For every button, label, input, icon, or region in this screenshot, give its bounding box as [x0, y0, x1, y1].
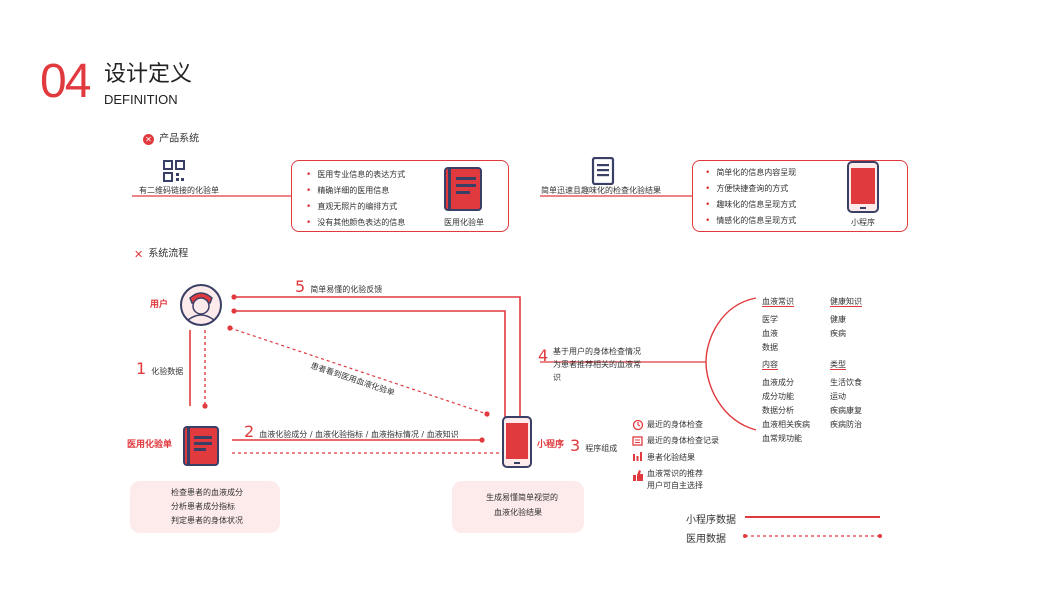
- column-heading: 内容: [762, 360, 778, 369]
- product-system-heading: ✕ 产品系统: [143, 129, 199, 148]
- legend-dashed-label: 医用数据: [686, 534, 726, 545]
- list-item: 血液相关疾病: [762, 420, 810, 429]
- knowledge-col-content: 内容 血液成分 成分功能 数据分析 血液相关疾病 血常规功能: [762, 359, 810, 446]
- column-heading: 健康知识: [830, 297, 862, 306]
- step-4-text-line: 为患者推荐相关的血液常: [553, 360, 641, 369]
- step-1-number: 1: [136, 359, 147, 378]
- list-item: 没有其他颜色表达的信息: [306, 215, 405, 231]
- app-desc-line: 生成易懂简单视觉的: [486, 493, 558, 502]
- app-label: 小程序: [537, 440, 565, 450]
- system-flow-heading: ✕ 系统流程: [134, 244, 188, 263]
- list-item: 精确详细的医用信息: [306, 183, 405, 199]
- list-item: 生活饮食: [830, 378, 862, 387]
- page-title: 设计定义: [104, 62, 193, 87]
- record-icon: [633, 437, 643, 446]
- list-item: 数据分析: [762, 406, 794, 415]
- phone-icon: [847, 161, 879, 213]
- list-item: 直观无照片的编排方式: [306, 199, 405, 215]
- step-3: 3 程序组成: [570, 436, 617, 455]
- thumbs-up-icon: [633, 470, 643, 481]
- feature-recent-checkup: 最近的身体检查: [647, 420, 703, 429]
- step-2: 2 血液化验成分 / 血液化验指标 / 血液指标情况 / 血液知识: [244, 422, 459, 441]
- list-item: 方便快捷查询的方式: [705, 181, 796, 197]
- app-desc-line: 血液化验结果: [494, 508, 542, 517]
- legend-solid-label: 小程序数据: [686, 515, 736, 526]
- qr-code-icon: [163, 160, 185, 182]
- lab-sheet-feature-box: 医用专业信息的表达方式 精确详细的医用信息 直观无照片的编排方式 没有其他颜色表…: [291, 160, 509, 232]
- list-item: 医用专业信息的表达方式: [306, 167, 405, 183]
- list-item: 简单化的信息内容呈现: [705, 165, 796, 181]
- list-item: 情感化的信息呈现方式: [705, 213, 796, 229]
- lab-sheet-node-icon: [182, 426, 220, 466]
- list-item: 疾病: [830, 329, 846, 338]
- step-4-number: 4: [538, 346, 549, 365]
- section-number: 04: [40, 55, 91, 108]
- product-system-label: 产品系统: [159, 133, 200, 145]
- qr-lab-sheet-label: 有二维码链接的化验单: [139, 186, 219, 195]
- step-1: 1 化验数据: [136, 359, 183, 378]
- mini-program-feature-box: 简单化的信息内容呈现 方便快捷查询的方式 趣味化的信息呈现方式 情感化的信息呈现…: [692, 160, 908, 232]
- app-phone-icon: [502, 416, 532, 468]
- user-label: 用户: [150, 300, 169, 310]
- feature-checkup-records: 最近的身体检查记录: [647, 436, 719, 445]
- step-4-text-line: 基于用户的身体检查情况: [553, 347, 641, 356]
- knowledge-col-health: 健康知识 健康 疾病: [830, 296, 862, 341]
- list-item: 成分功能: [762, 392, 794, 401]
- list-item: 数据: [762, 343, 778, 352]
- mini-program-feature-list: 简单化的信息内容呈现 方便快捷查询的方式 趣味化的信息呈现方式 情感化的信息呈现…: [705, 165, 796, 229]
- step-4-text-line: 识: [553, 373, 561, 382]
- step-2-number: 2: [244, 422, 255, 441]
- knowledge-col-blood: 血液常识 医学 血液 数据: [762, 296, 794, 355]
- step-5-text: 简单易懂的化验反馈: [310, 285, 383, 294]
- list-item: 疾病防治: [830, 420, 862, 429]
- lab-sheet-feature-list: 医用专业信息的表达方式 精确详细的医用信息 直观无照片的编排方式 没有其他颜色表…: [306, 167, 405, 231]
- step-5: 5 简单易懂的化验反馈: [295, 277, 382, 296]
- column-heading: 血液常识: [762, 297, 794, 306]
- document-icon: [591, 156, 615, 186]
- feature-test-results: 患者化验结果: [647, 453, 695, 462]
- step-1-text: 化验数据: [151, 367, 184, 376]
- lab-sheet-desc-line: 检查患者的血液成分: [171, 488, 243, 497]
- feature-user-choice: 用户可自主选择: [647, 481, 703, 490]
- list-item: 健康: [830, 315, 846, 324]
- list-item: 血液成分: [762, 378, 794, 387]
- lab-sheet-desc-line: 分析患者成分指标: [171, 502, 235, 511]
- step-3-number: 3: [570, 436, 581, 455]
- step-2-text: 血液化验成分 / 血液化验指标 / 血液指标情况 / 血液知识: [259, 430, 459, 439]
- app-description-box: 生成易懂简单视觉的 血液化验结果: [452, 481, 584, 533]
- lab-sheet-caption: 医用化验单: [444, 218, 484, 227]
- user-avatar-icon: [180, 284, 222, 326]
- step-5-number: 5: [295, 277, 306, 296]
- page-subtitle: DEFINITION: [104, 92, 178, 107]
- feature-knowledge-recommend: 血液常识的推荐: [647, 469, 703, 478]
- step-3-text: 程序组成: [585, 444, 618, 453]
- knowledge-col-type: 类型 生活饮食 运动 疾病康复 疾病防治: [830, 359, 862, 432]
- lab-sheet-label: 医用化验单: [127, 440, 173, 450]
- lab-sheet-description-box: 检查患者的血液成分 分析患者成分指标 判定患者的身体状况: [130, 481, 280, 533]
- list-item: 疾病康复: [830, 406, 862, 415]
- cross-icon: ✕: [134, 248, 144, 261]
- close-circle-icon: ✕: [143, 134, 154, 145]
- list-item: 血常规功能: [762, 434, 802, 443]
- list-item: 医学: [762, 315, 778, 324]
- mini-program-result-label: 简单迅速且趣味化的检查化验结果: [541, 186, 661, 195]
- lab-sheet-desc-line: 判定患者的身体状况: [171, 516, 243, 525]
- mini-program-caption: 小程序: [851, 218, 875, 227]
- list-item: 运动: [830, 392, 846, 401]
- column-heading: 类型: [830, 360, 846, 369]
- bar-chart-icon: [633, 452, 643, 461]
- clock-icon: [633, 420, 643, 430]
- list-item: 血液: [762, 329, 778, 338]
- system-flow-label: 系统流程: [148, 248, 189, 260]
- lab-sheet-icon: [444, 167, 482, 211]
- list-item: 趣味化的信息呈现方式: [705, 197, 796, 213]
